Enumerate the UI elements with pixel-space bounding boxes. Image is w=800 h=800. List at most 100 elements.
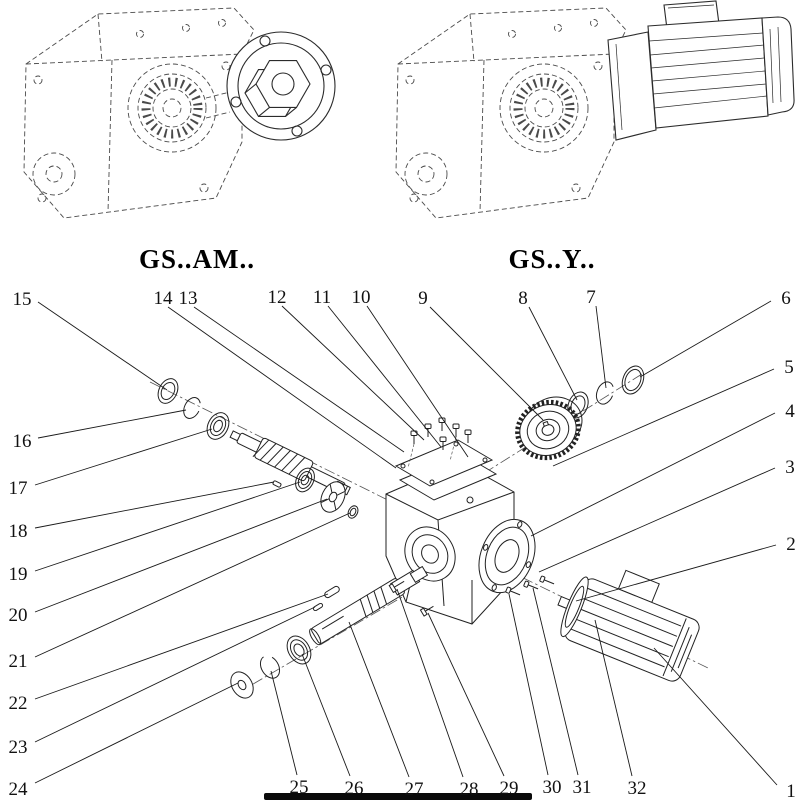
leader-line-23 xyxy=(34,606,316,743)
part-output-bearing xyxy=(286,635,312,665)
leader-line-6 xyxy=(639,300,772,378)
leader-line-4 xyxy=(530,412,776,537)
leader-line-25 xyxy=(270,670,298,776)
part-number-2: 2 xyxy=(786,534,796,555)
part-number-17: 17 xyxy=(9,478,28,499)
part-pin xyxy=(272,480,282,488)
part-number-25: 25 xyxy=(290,777,309,798)
part-motor xyxy=(557,569,700,682)
motor-adapter-flange xyxy=(607,31,657,141)
leader-line-9 xyxy=(429,306,544,421)
leader-line-15 xyxy=(37,301,168,391)
part-number-14: 14 xyxy=(154,288,174,309)
leader-line-3 xyxy=(538,467,776,573)
leader-line-18 xyxy=(34,481,275,529)
part-stud-bolt xyxy=(523,580,540,592)
part-oil-seal xyxy=(157,378,179,404)
leader-line-26 xyxy=(301,653,351,777)
part-number-27: 27 xyxy=(405,779,424,800)
part-worm-gear-disc xyxy=(320,481,346,513)
leader-line-11 xyxy=(327,305,442,448)
variant-label-gs-y: GS..Y.. xyxy=(508,244,595,274)
bottom-crop-bar xyxy=(264,793,532,800)
leader-line-21 xyxy=(34,512,351,658)
hex-hub-front-face xyxy=(255,60,311,108)
motor-mounting-flange xyxy=(560,576,589,638)
part-number-19: 19 xyxy=(9,564,28,585)
part-number-11: 11 xyxy=(313,287,331,308)
part-number-9: 9 xyxy=(418,288,428,309)
part-number-7: 7 xyxy=(586,287,596,308)
part-number-24: 24 xyxy=(9,779,29,800)
part-shim-ring xyxy=(621,365,645,395)
electric-motor-drawing xyxy=(607,0,795,141)
leader-line-10 xyxy=(366,305,469,458)
input-shaft-line xyxy=(205,91,231,99)
leader-line-17 xyxy=(34,428,213,486)
part-retaining-ring xyxy=(183,397,201,419)
variant-gs-y-drawing xyxy=(396,0,795,218)
part-worm-bearing xyxy=(295,467,315,493)
part-number-18: 18 xyxy=(9,521,28,542)
leader-line-27 xyxy=(348,621,410,778)
part-screw xyxy=(388,580,405,594)
leader-line-32 xyxy=(594,619,633,777)
part-number-8: 8 xyxy=(518,288,528,309)
part-number-29: 29 xyxy=(500,778,519,799)
motor-cooling-fins xyxy=(648,32,768,109)
part-number-22: 22 xyxy=(9,693,28,714)
part-number-20: 20 xyxy=(9,605,28,626)
part-key xyxy=(324,585,340,599)
leader-line-24 xyxy=(34,682,239,784)
part-number-4: 4 xyxy=(785,401,795,422)
leader-line-13 xyxy=(193,306,405,453)
part-number-3: 3 xyxy=(785,457,795,478)
housing-output-bore xyxy=(404,526,456,582)
gearbox-housing-dashed xyxy=(24,8,254,218)
part-output-circlip xyxy=(259,655,281,679)
part-number-1: 1 xyxy=(786,781,796,800)
leader-line-30 xyxy=(508,593,549,776)
part-screw xyxy=(419,605,434,617)
input-shaft-line xyxy=(205,111,231,119)
part-number-30: 30 xyxy=(543,777,562,798)
part-number-21: 21 xyxy=(9,651,28,672)
leader-line-7 xyxy=(595,305,607,389)
leader-line-12 xyxy=(281,305,425,441)
part-number-6: 6 xyxy=(781,288,791,309)
motor-fan-cowl xyxy=(761,16,795,116)
part-input-bearing xyxy=(206,412,230,440)
part-number-26: 26 xyxy=(345,778,364,799)
exploded-view xyxy=(149,365,709,699)
part-number-16: 16 xyxy=(13,431,32,452)
part-spacer-ring xyxy=(347,505,359,519)
part-number-5: 5 xyxy=(784,357,794,378)
part-number-32: 32 xyxy=(628,778,647,799)
leader-line-22 xyxy=(34,593,329,700)
part-output-shaft xyxy=(309,565,429,646)
leader-line-5 xyxy=(552,368,775,467)
gearbox-housing xyxy=(385,461,515,625)
leader-line-8 xyxy=(528,306,578,401)
part-helical-gear xyxy=(515,396,583,461)
part-number-10: 10 xyxy=(352,287,371,308)
input-flange-b5 xyxy=(226,31,336,141)
part-number-15: 15 xyxy=(13,289,32,310)
part-circlip xyxy=(595,381,615,405)
part-number-23: 23 xyxy=(9,737,28,758)
leader-line-2 xyxy=(575,544,777,602)
part-output-flange-ring xyxy=(478,518,536,594)
part-cover-screws xyxy=(407,417,472,469)
part-number-12: 12 xyxy=(268,287,287,308)
part-end-washer xyxy=(230,671,254,699)
leader-line-19 xyxy=(34,481,301,572)
leader-line-1 xyxy=(653,647,778,786)
part-number-31: 31 xyxy=(573,777,592,798)
part-number-28: 28 xyxy=(460,779,479,800)
variant-label-gs-am: GS..AM.. xyxy=(139,244,255,274)
part-stud-bolt xyxy=(539,575,556,587)
leader-line-29 xyxy=(427,612,505,777)
